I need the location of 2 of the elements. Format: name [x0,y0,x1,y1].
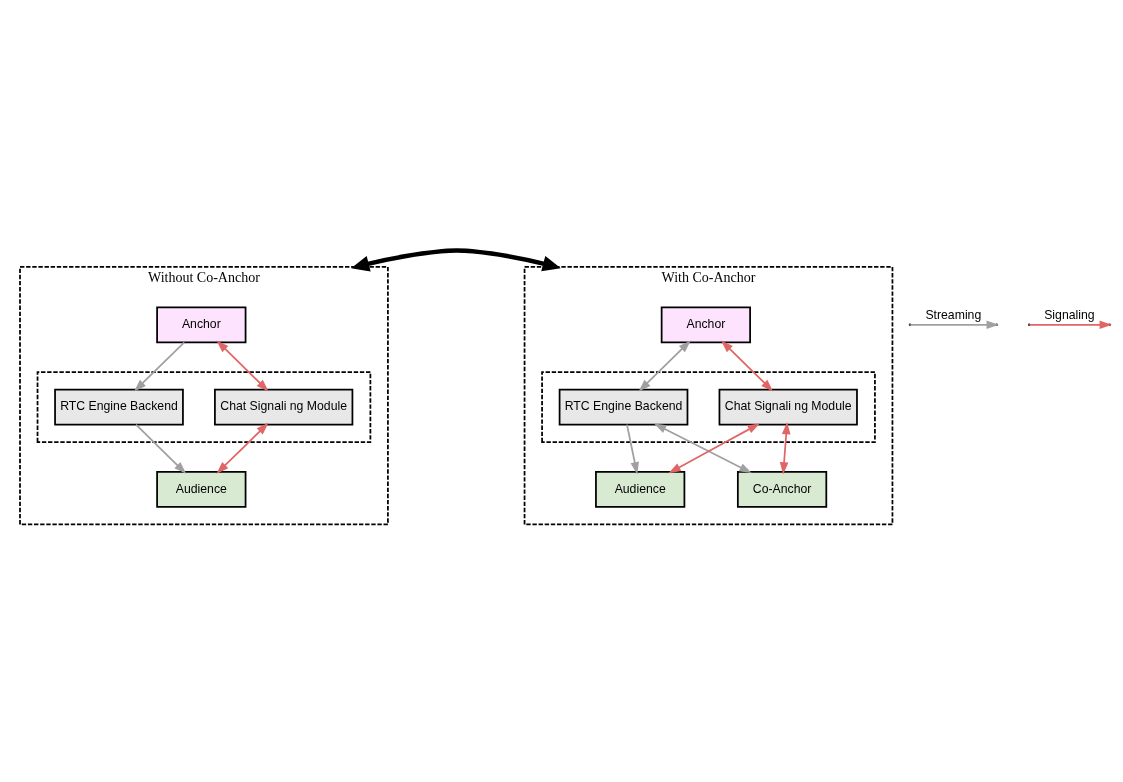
legend-label: Streaming [925,307,982,322]
legend-label: Signaling [1044,307,1095,322]
